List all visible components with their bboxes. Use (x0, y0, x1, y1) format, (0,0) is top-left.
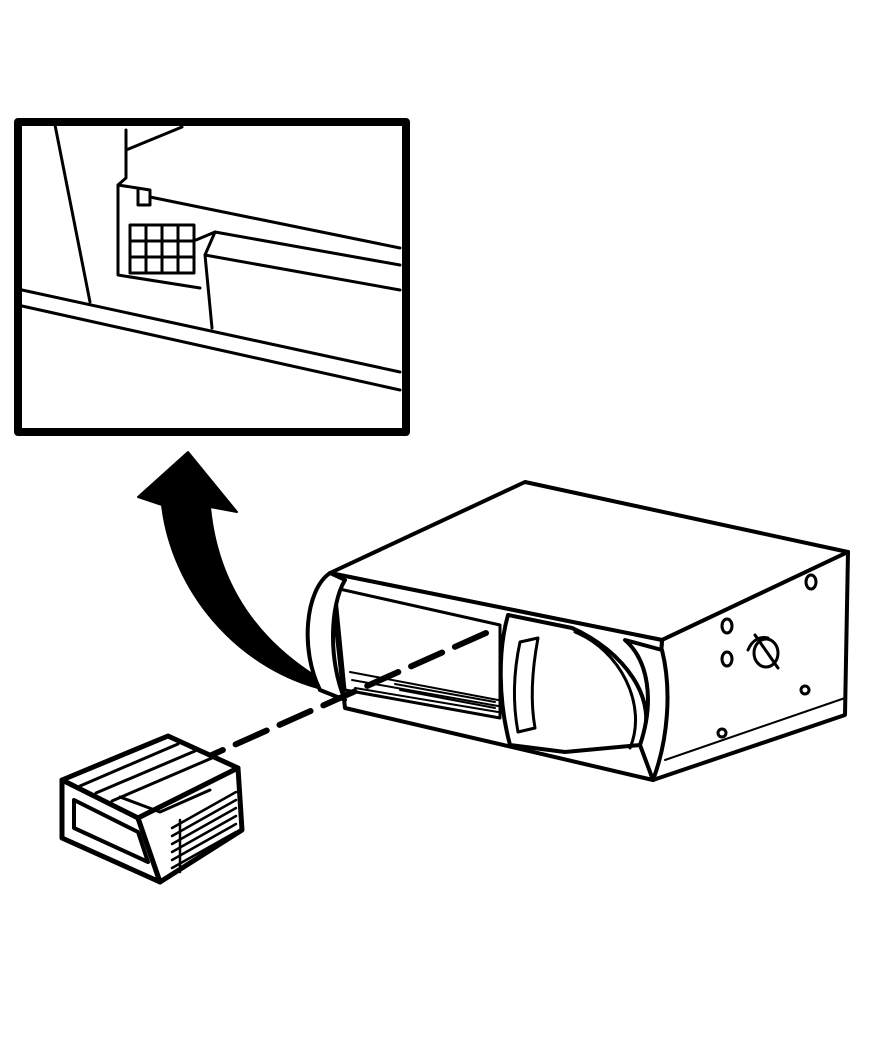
magazine-side-slats (170, 790, 238, 874)
door-handle (512, 636, 540, 734)
right-bezel (623, 638, 670, 782)
door-arc (573, 630, 637, 750)
inset-base-top (20, 288, 402, 374)
detail-inset (14, 118, 410, 436)
mounting-holes (716, 573, 818, 739)
inset-rail-line-3 (203, 253, 402, 292)
inset-panel-edge (53, 123, 92, 304)
left-bezel (305, 571, 347, 702)
inset-frame (14, 118, 410, 436)
inset-housing-top (124, 125, 184, 152)
inset-latch (194, 230, 217, 330)
inset-base-bottom (20, 304, 402, 392)
magazine-top-ridges (78, 742, 214, 814)
adjust-screw (746, 633, 780, 670)
inset-connector (128, 223, 196, 275)
curved-arrow (137, 451, 326, 689)
insertion-path (193, 630, 489, 765)
inset-rail-line-2 (213, 230, 402, 267)
inset-housing-rail (116, 183, 152, 207)
inset-rail-line-1 (148, 195, 402, 250)
disc-magazine (59, 733, 245, 885)
disc-changer-unit (305, 480, 850, 782)
magazine-window (72, 798, 150, 864)
magazine-slot (333, 586, 502, 720)
